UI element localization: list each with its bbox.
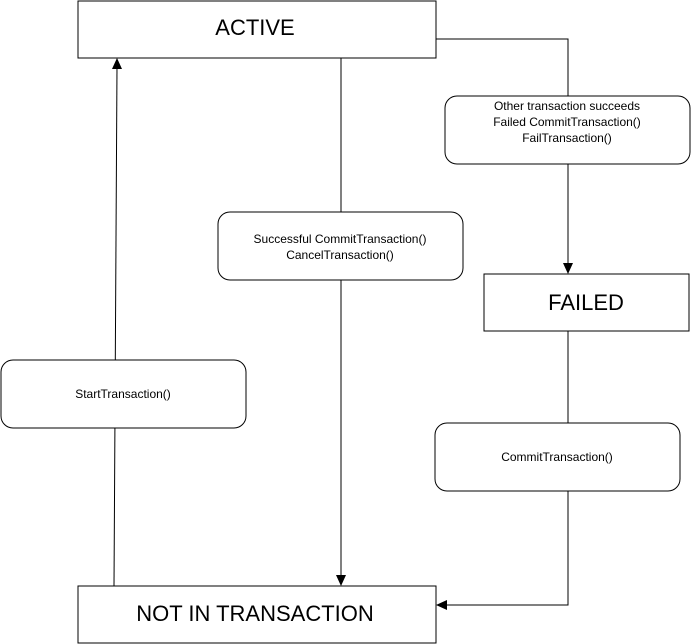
transition-active-to-failed-box bbox=[444, 95, 691, 165]
edge-not-in-transaction-to-active bbox=[113, 65, 118, 587]
transition-failed-to-not-in-transaction-box bbox=[434, 422, 681, 492]
arrowhead-not-in-transaction-right bbox=[436, 600, 447, 610]
transition-active-to-not-in-transaction-box bbox=[217, 211, 464, 281]
state-not-in-transaction-box bbox=[77, 585, 437, 644]
state-failed-label: FAILED bbox=[548, 290, 624, 315]
transition-not-in-transaction-to-active-line-1: StartTransaction() bbox=[75, 387, 171, 401]
transition-active-to-not-in-transaction-line-2: CancelTransaction() bbox=[286, 248, 394, 262]
transition-active-to-failed-line-3: FailTransaction() bbox=[522, 131, 612, 145]
state-failed-box bbox=[483, 273, 690, 332]
arrowhead-not-in-transaction-top bbox=[336, 575, 346, 586]
transition-not-in-transaction-to-active-box bbox=[0, 359, 247, 429]
transition-failed-to-not-in-transaction-line-1: CommitTransaction() bbox=[501, 450, 613, 464]
edge-active-to-failed bbox=[436, 38, 569, 266]
transition-active-to-not-in-transaction-line-1: Successful CommitTransaction() bbox=[254, 232, 427, 246]
arrowhead-failed bbox=[563, 263, 573, 274]
transition-active-to-failed-line-2: Failed CommitTransaction() bbox=[493, 115, 641, 129]
state-active-box bbox=[77, 0, 437, 59]
transition-active-to-failed-line-1: Other transaction succeeds bbox=[494, 99, 640, 113]
state-active-label: ACTIVE bbox=[215, 15, 294, 40]
arrowhead-active-bottom bbox=[112, 58, 122, 69]
edge-failed-to-not-in-transaction bbox=[444, 331, 569, 606]
state-not-in-transaction-label: NOT IN TRANSACTION bbox=[136, 601, 374, 626]
